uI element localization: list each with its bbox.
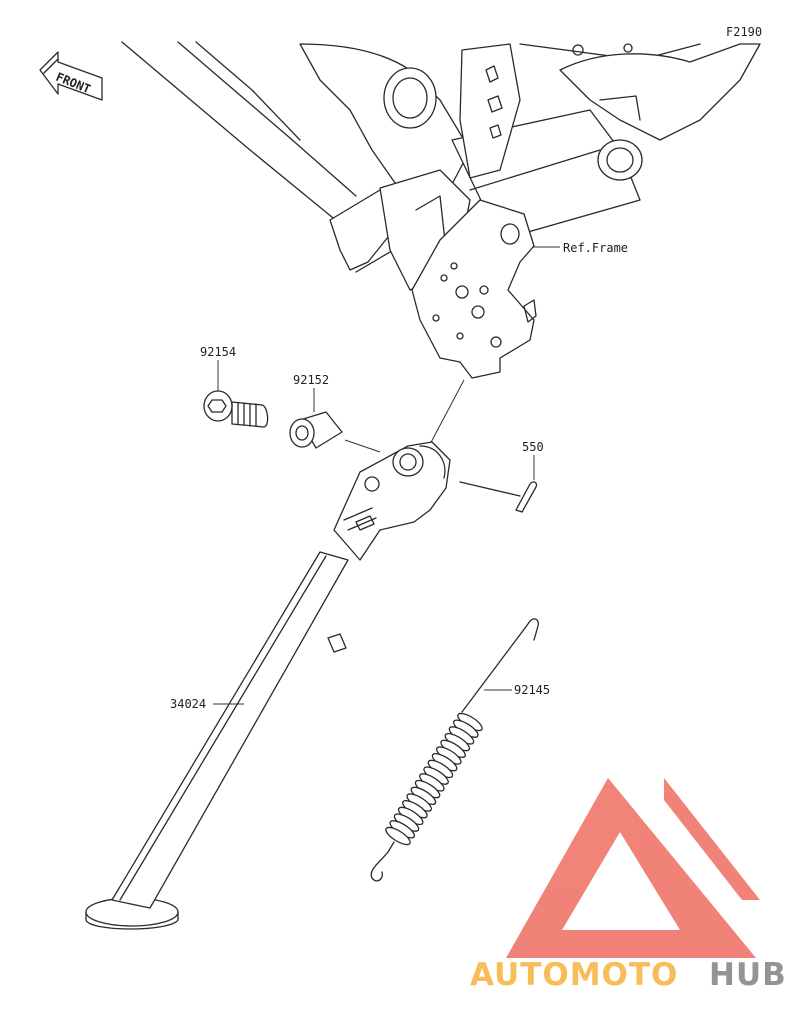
- stand-mounting-bracket: [411, 199, 537, 379]
- spring-coils: [385, 712, 483, 846]
- logo-text-automoto: AUTOMOTO: [470, 957, 678, 993]
- part-label-92145: 92145: [514, 683, 550, 697]
- spring-coil: [385, 826, 411, 846]
- logo-text-hub: HUB: [709, 957, 787, 993]
- front-arrow-icon: FRONT: [39, 51, 103, 101]
- part-label-92154: 92154: [200, 345, 236, 359]
- axis-line: [344, 439, 381, 453]
- collar-92152: [289, 411, 343, 449]
- diagram-code: F2190: [726, 25, 762, 39]
- cotter-pin-550: [459, 481, 538, 513]
- automotohub-logo: AUTOMOTO HUB: [470, 778, 787, 993]
- axis-line-2: [427, 379, 465, 449]
- part-label-92152: 92152: [293, 373, 329, 387]
- bolt-92154: [203, 390, 269, 428]
- part-label-34024: 34024: [170, 697, 206, 711]
- logo-triangle-icon: [506, 778, 756, 958]
- spring-92145: [370, 618, 539, 882]
- part-label-550: 550: [522, 440, 544, 454]
- side-stand-34024: [85, 441, 451, 930]
- ref-frame-label: Ref.Frame: [563, 241, 628, 255]
